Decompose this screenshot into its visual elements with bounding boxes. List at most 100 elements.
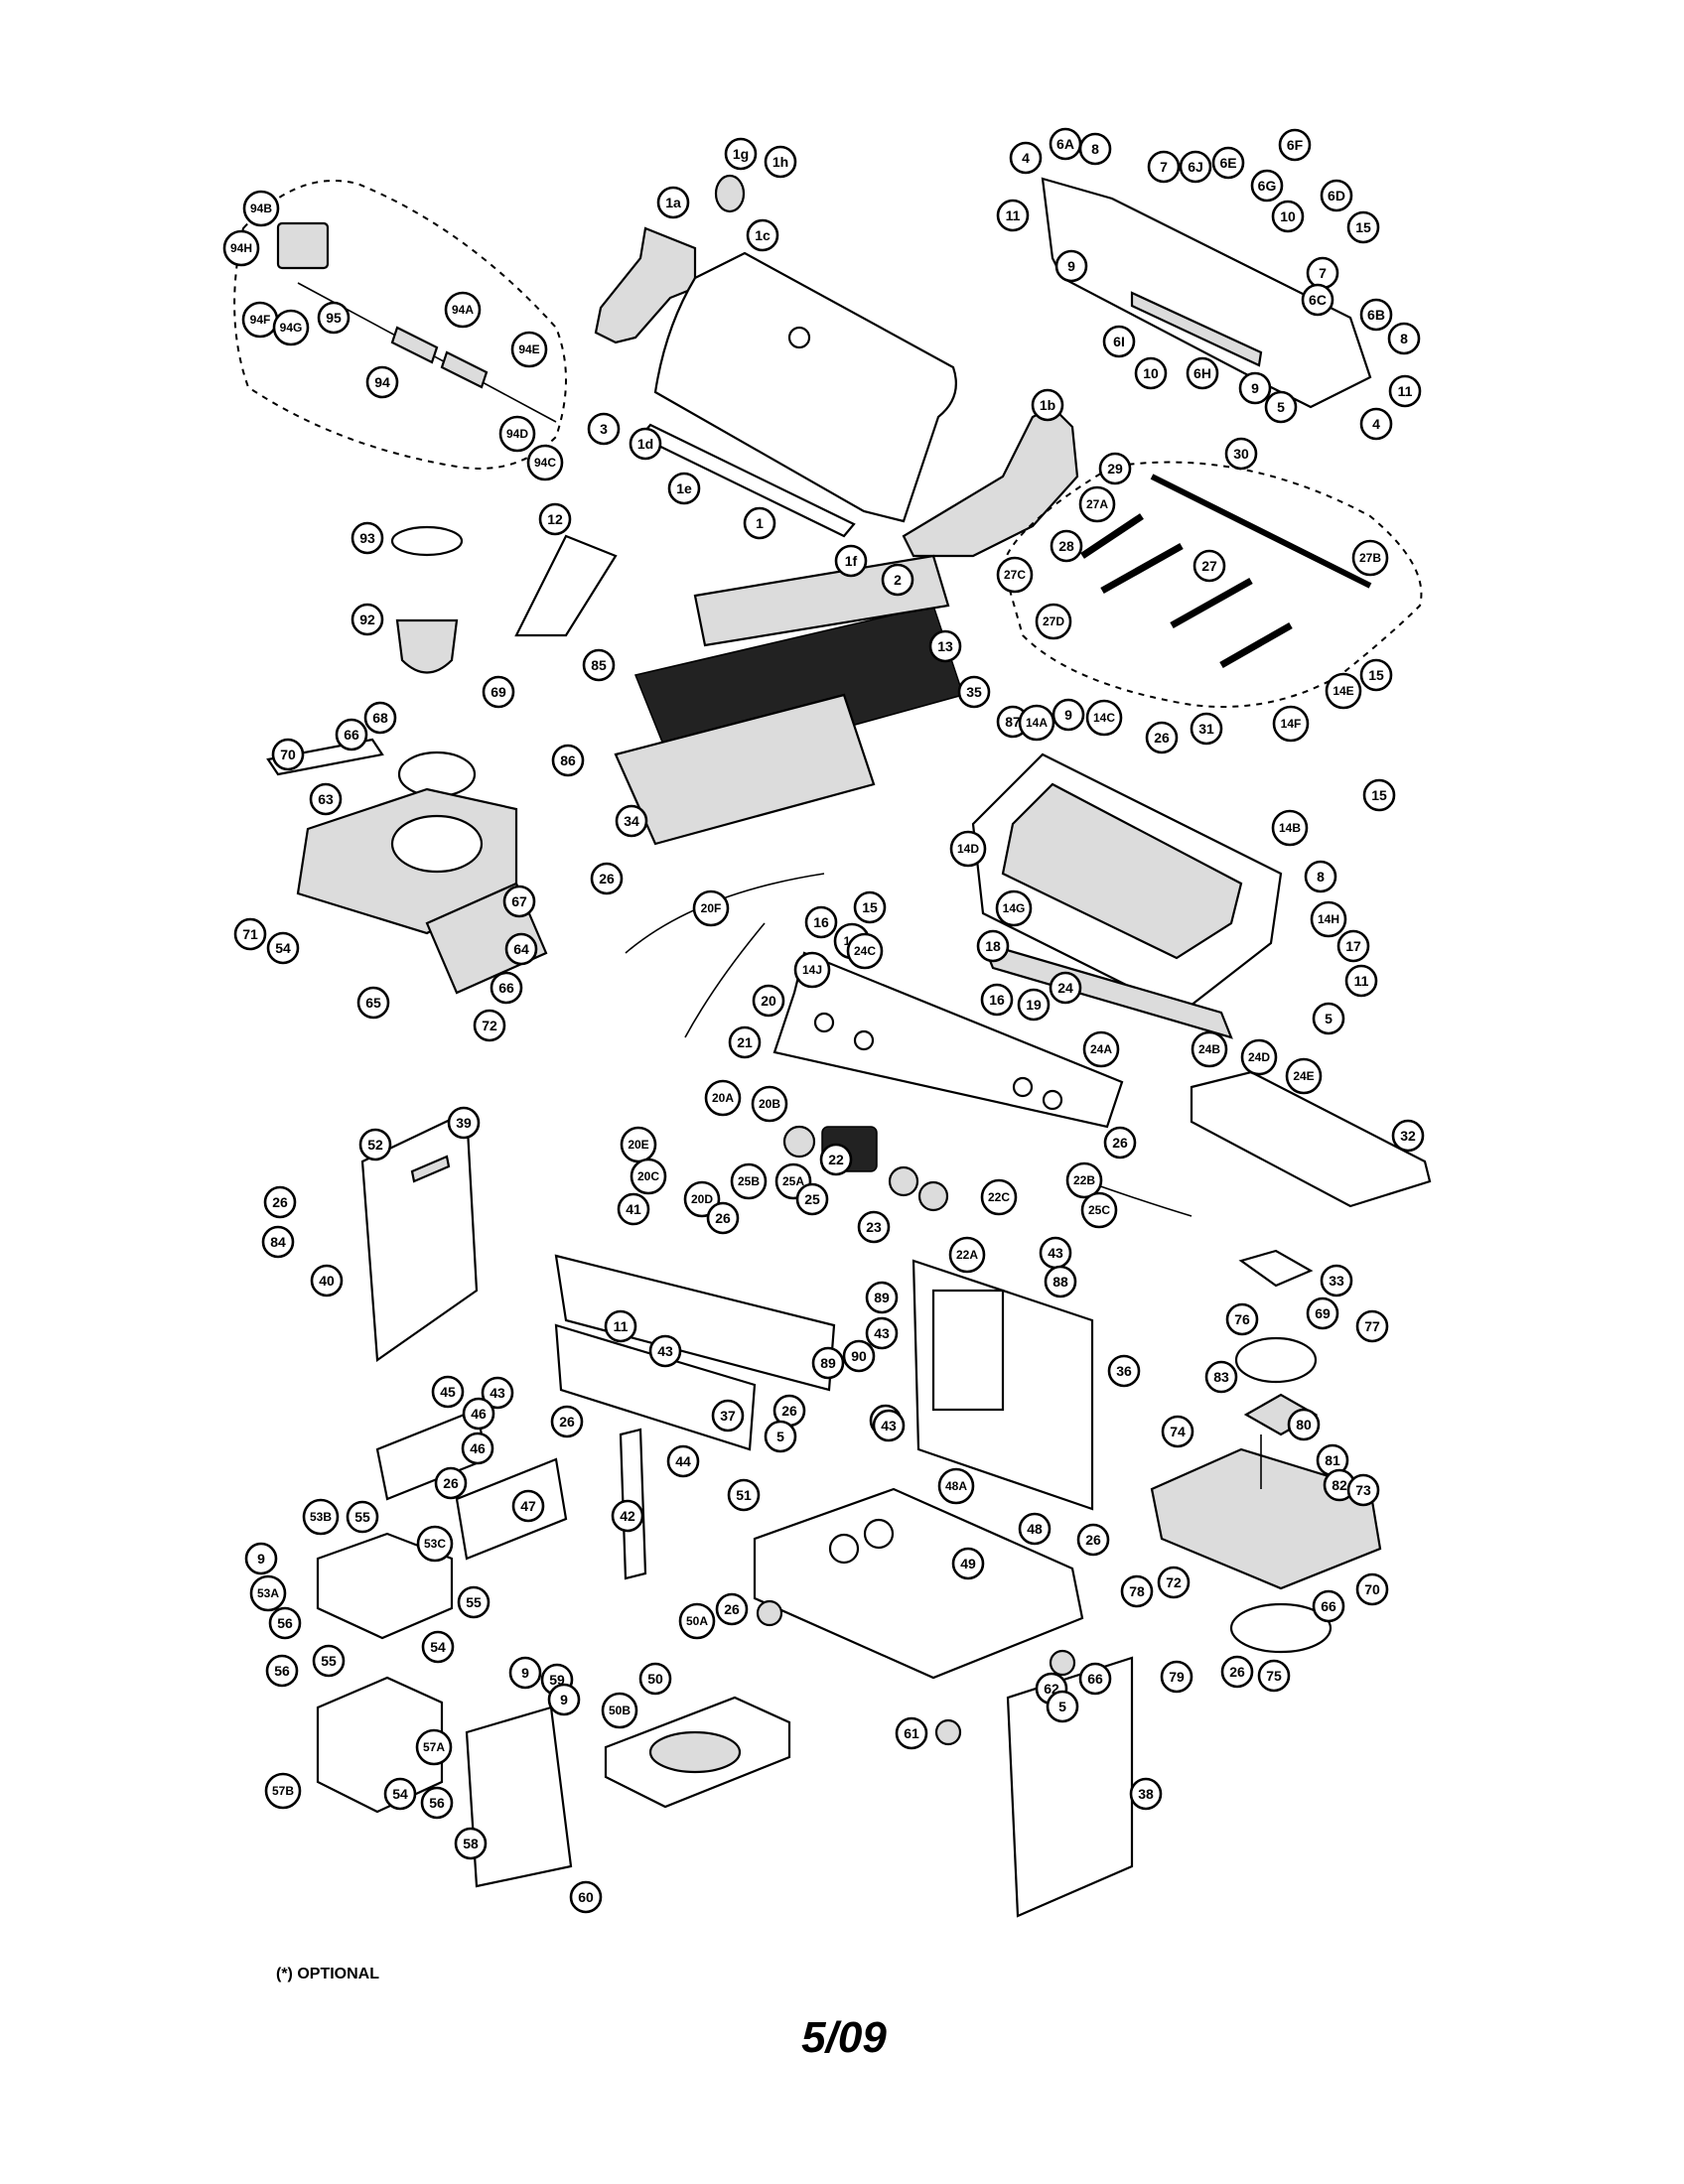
callout-label: 26 xyxy=(1085,1532,1101,1548)
callout-bubble xyxy=(615,804,648,838)
callout-bubble xyxy=(582,648,616,682)
callout-45: 45 xyxy=(431,1375,465,1409)
callout-15: 15 xyxy=(1346,210,1380,244)
callout-bubble xyxy=(743,506,776,540)
callout-27b: 27B xyxy=(1351,539,1389,577)
callout-11: 11 xyxy=(1388,374,1422,408)
callout-label: 85 xyxy=(591,657,607,673)
callout-23: 23 xyxy=(857,1210,891,1244)
callout-bubble xyxy=(242,190,280,227)
callout-bubble xyxy=(1387,322,1421,355)
callout-label: 14F xyxy=(1281,717,1302,731)
callout-1e: 1e xyxy=(667,472,701,505)
callout-label: 21 xyxy=(737,1034,753,1050)
callout-20e: 20E xyxy=(620,1126,657,1163)
cart-side-panel-left xyxy=(360,1110,479,1363)
callout-19: 19 xyxy=(1017,988,1051,1022)
callout-3: 3 xyxy=(587,412,621,446)
callout-label: 87 xyxy=(1005,714,1021,730)
callout-bubble xyxy=(302,1498,340,1536)
callout-bubble xyxy=(601,1692,638,1729)
callout-label: 8 xyxy=(1091,141,1099,157)
callout-64: 64 xyxy=(504,932,538,966)
optional-footnote: (*) OPTIONAL xyxy=(276,1966,379,1982)
callout-label: 5 xyxy=(1058,1699,1066,1714)
callout-14j: 14J xyxy=(793,951,831,989)
callout-bubble xyxy=(1120,1574,1154,1608)
callout-label: 94D xyxy=(506,427,528,441)
callout-label: 15 xyxy=(1368,667,1384,683)
callout-bubble xyxy=(222,229,260,267)
callout-bubble xyxy=(1044,1265,1077,1298)
carryover-bar xyxy=(1150,474,1372,589)
callout-bubble xyxy=(1346,1473,1380,1507)
callout-bubble xyxy=(481,1376,514,1410)
callout-bubble xyxy=(421,1630,455,1664)
callout-bubble xyxy=(1310,900,1347,938)
callout-bubble xyxy=(511,1489,545,1523)
callout-bubble xyxy=(980,983,1014,1017)
callout-label: 56 xyxy=(429,1795,445,1811)
callout-bubble xyxy=(865,1281,899,1314)
callout-bubble xyxy=(1359,298,1393,332)
callout-label: 26 xyxy=(443,1475,459,1491)
callout-1h: 1h xyxy=(764,145,797,179)
callout-bubble xyxy=(1301,283,1334,317)
callout-label: 24D xyxy=(1248,1050,1270,1064)
callout-1a: 1a xyxy=(656,186,690,219)
callout-bubble xyxy=(604,1309,637,1343)
callout-63: 63 xyxy=(309,782,343,816)
callout-label: 77 xyxy=(1364,1318,1380,1334)
callout-bubble xyxy=(1082,1030,1120,1068)
callout-9: 9 xyxy=(244,1542,278,1575)
callout-42: 42 xyxy=(611,1499,644,1533)
callout-label: 26 xyxy=(724,1601,740,1617)
callout-8: 8 xyxy=(1078,132,1112,166)
callout-label: 45 xyxy=(440,1384,456,1400)
callout-4: 4 xyxy=(1009,141,1043,175)
callout-bubble xyxy=(1107,1354,1141,1388)
callout-label: 71 xyxy=(242,926,258,942)
callout-bubble xyxy=(268,1606,302,1640)
callout-94h: 94H xyxy=(222,229,260,267)
callout-12: 12 xyxy=(538,502,572,536)
callout-label: 55 xyxy=(321,1653,337,1669)
callout-label: 6E xyxy=(1219,155,1236,171)
callout-bubble xyxy=(730,1162,768,1200)
callout-label: 2 xyxy=(894,572,902,588)
callout-bubble xyxy=(656,186,690,219)
callout-label: 50 xyxy=(647,1671,663,1687)
callout-bubble xyxy=(1238,371,1272,405)
callout-bubble xyxy=(1388,374,1422,408)
callout-56: 56 xyxy=(420,1786,454,1820)
callout-41: 41 xyxy=(617,1192,650,1226)
firebox-interior xyxy=(1001,782,1243,960)
callout-1b: 1b xyxy=(1031,388,1064,422)
callout-label: 15 xyxy=(862,899,878,915)
callout-37: 37 xyxy=(711,1399,745,1433)
callout-bubble xyxy=(727,1478,761,1512)
warming-rack-bracket xyxy=(514,534,618,637)
callout-bubble xyxy=(996,556,1034,594)
callout-bubble xyxy=(857,1210,891,1244)
callout-25: 25 xyxy=(795,1182,829,1216)
callout-bubble xyxy=(1220,1655,1254,1689)
callout-bubble xyxy=(872,1409,906,1442)
callout-label: 8 xyxy=(1317,869,1325,885)
callout-27d: 27D xyxy=(1035,603,1072,640)
callout-94g: 94G xyxy=(272,309,310,346)
callout-bubble xyxy=(462,1397,495,1431)
control-knob-2 xyxy=(888,1165,919,1197)
callout-bubble xyxy=(1103,1126,1137,1160)
callout-bubble xyxy=(819,1143,853,1176)
callout-77: 77 xyxy=(1355,1309,1389,1343)
thermometer xyxy=(714,174,746,213)
callout-bubble xyxy=(683,1180,721,1218)
callout-label: 54 xyxy=(392,1786,408,1802)
callout-label: 11 xyxy=(1006,207,1021,223)
callout-label: 68 xyxy=(372,710,388,726)
callout-label: 29 xyxy=(1107,461,1123,477)
callout-bubble xyxy=(638,1662,672,1696)
callout-bubble xyxy=(312,1644,346,1678)
callout-14a: 14A xyxy=(1018,704,1055,742)
